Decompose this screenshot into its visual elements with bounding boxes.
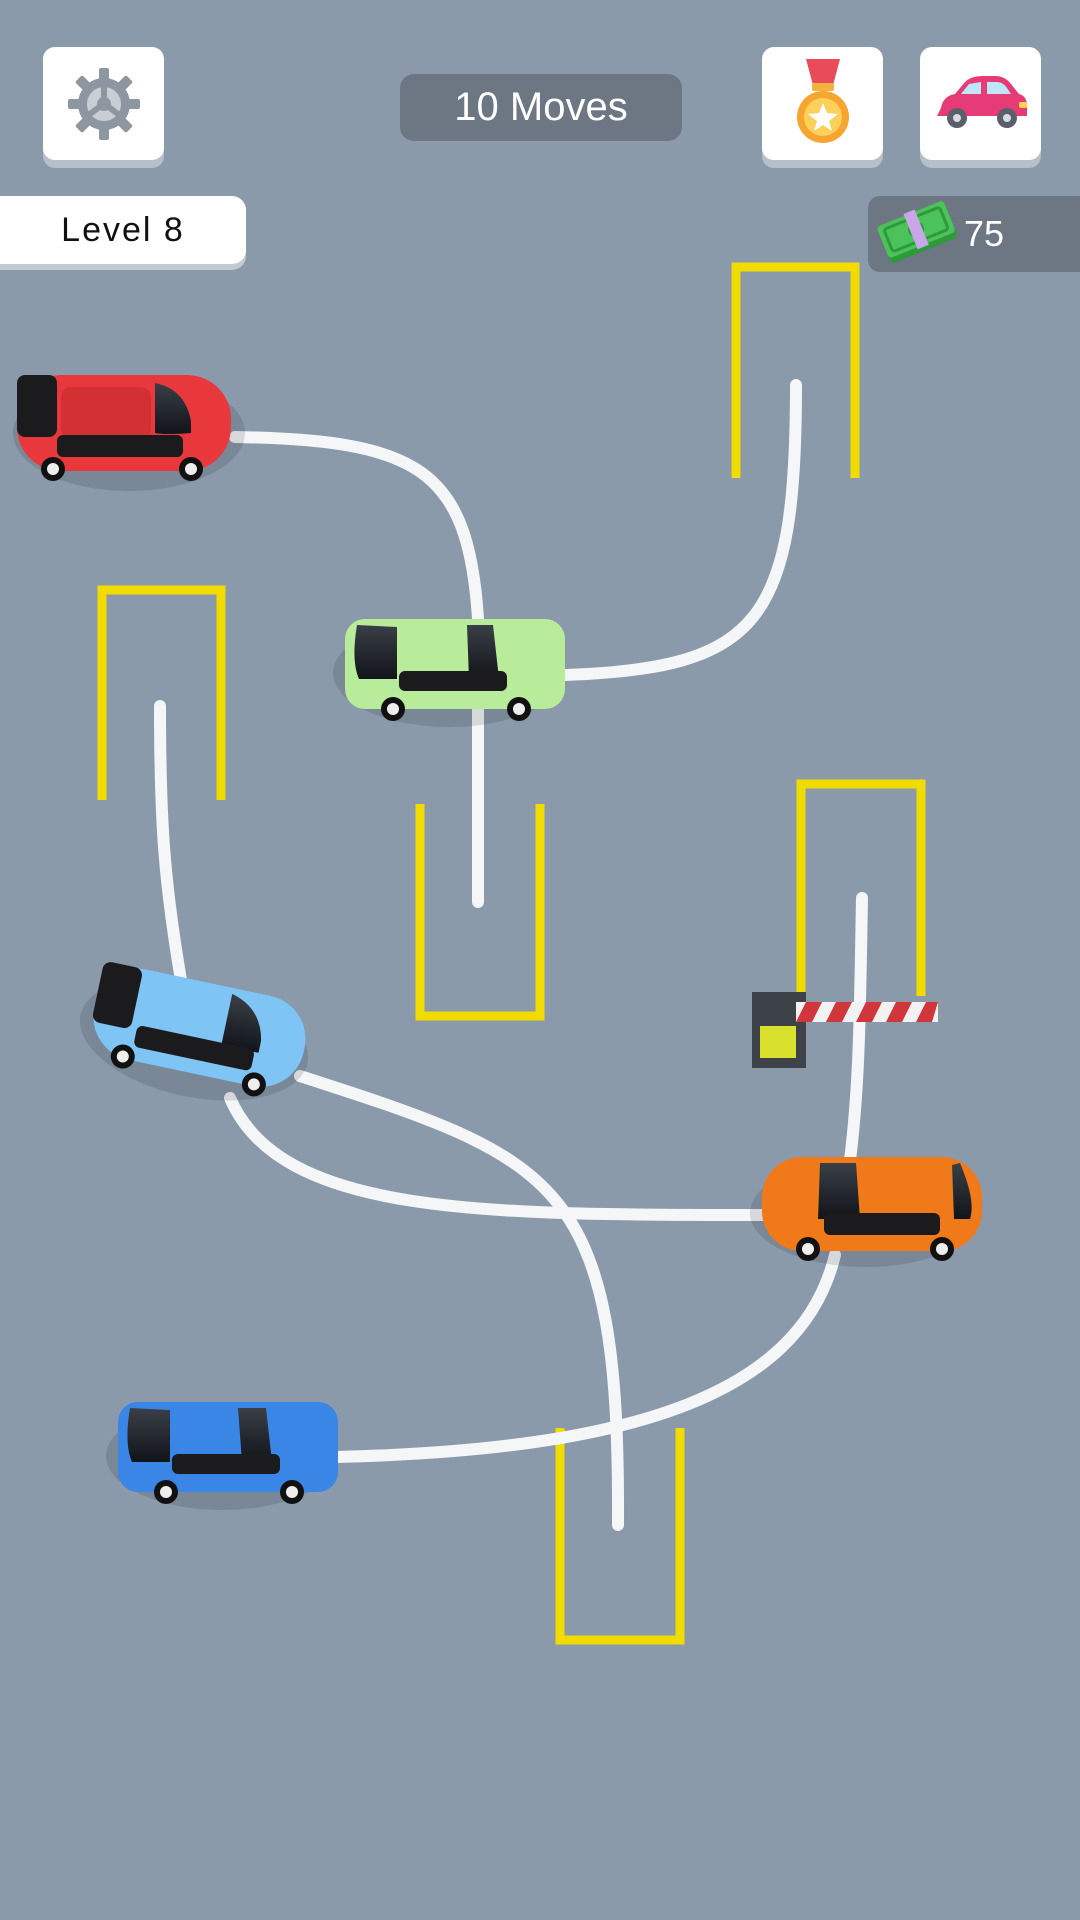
parking-spot-right — [796, 779, 926, 996]
parking-spots — [97, 262, 926, 1645]
parking-spot-center — [415, 804, 545, 1021]
car-orange[interactable] — [750, 1157, 982, 1267]
path-red-car — [229, 431, 484, 624]
garage-button[interactable] — [920, 47, 1041, 160]
car-blue[interactable] — [106, 1402, 338, 1510]
car-paths — [154, 379, 868, 1531]
car-icon — [936, 75, 1027, 128]
barrier-light — [760, 1026, 796, 1058]
barrier-gate[interactable] — [752, 992, 938, 1068]
medal-icon — [796, 58, 849, 143]
path-orange-car-to-light-blue — [224, 1092, 768, 1221]
car-light-green[interactable] — [333, 619, 565, 727]
path-green-car-to-top-right — [559, 379, 802, 681]
path-orange-car-to-right-spot — [844, 892, 868, 1166]
parking-spot-left — [97, 585, 226, 800]
moves-counter: 10 Moves — [400, 74, 682, 141]
money-icon — [877, 201, 957, 263]
parking-spot-bottom — [555, 1428, 685, 1645]
path-light-blue-car-up — [154, 700, 187, 986]
path-light-blue-car-cross — [294, 1070, 625, 1531]
car-red[interactable] — [13, 375, 245, 491]
cash-amount: 75 — [964, 213, 1005, 254]
cash-counter: 75 — [868, 196, 1080, 272]
settings-button[interactable] — [43, 47, 164, 160]
car-light-blue[interactable] — [68, 958, 319, 1120]
path-blue-car — [330, 1249, 841, 1463]
gear-icon — [67, 67, 140, 140]
level-indicator: Level 8 — [0, 196, 246, 264]
achievements-button[interactable] — [762, 47, 883, 160]
parking-spot-top-right — [731, 262, 860, 478]
